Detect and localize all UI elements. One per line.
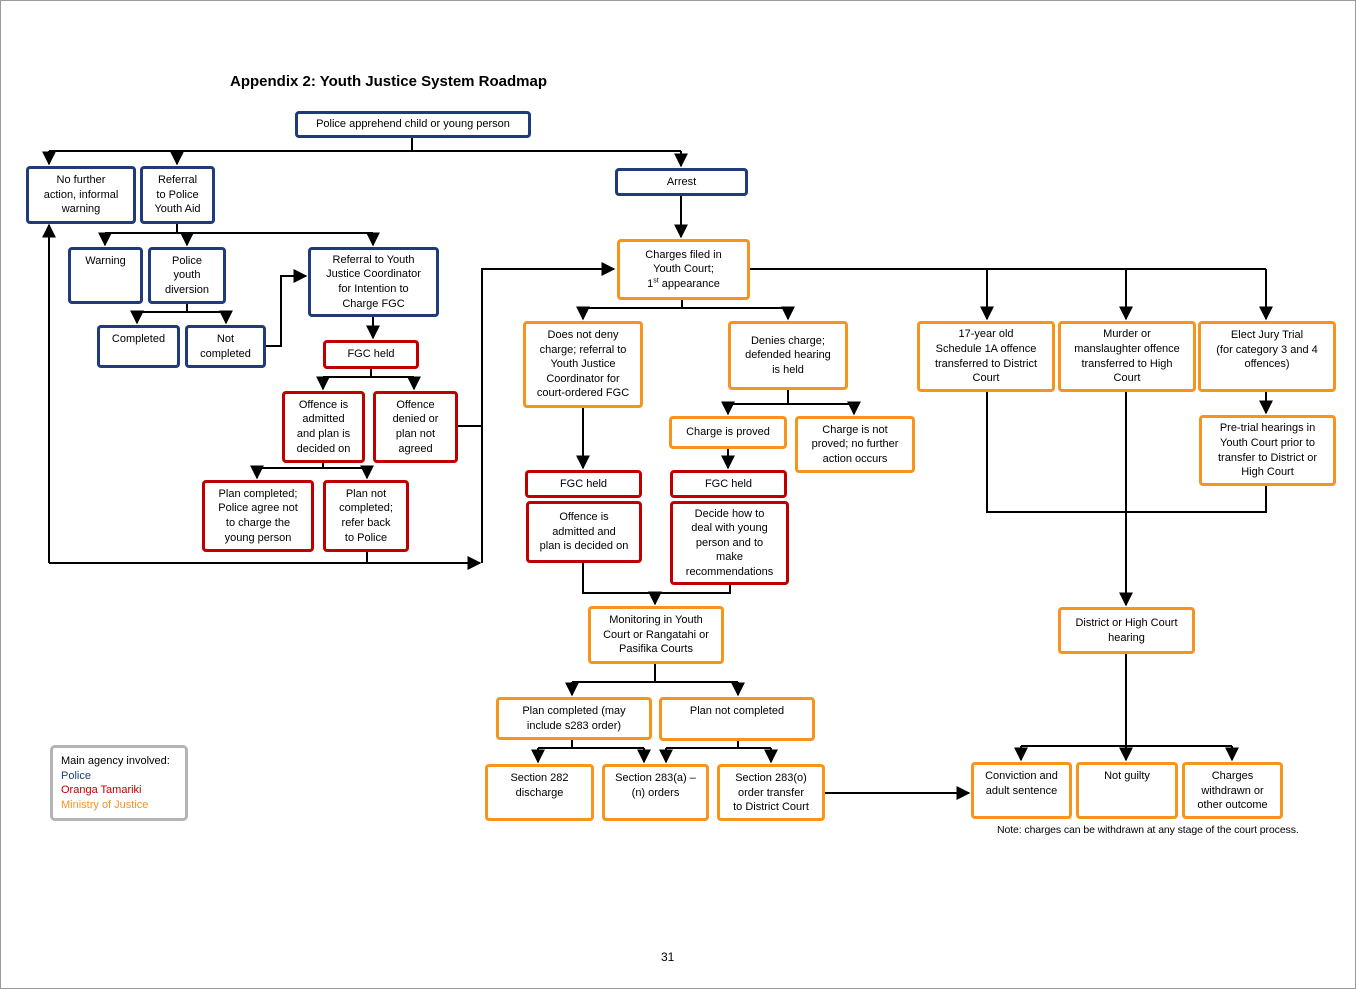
fgc-held-box-3[interactable]: FGC held (670, 470, 787, 498)
plan-completed-police-box[interactable]: Plan completed; Police agree not to char… (202, 480, 314, 552)
monitoring-youth-court-box[interactable]: Monitoring in Youth Court or Rangatahi o… (588, 606, 724, 664)
seventeen-year-old-transfer-box[interactable]: 17-year old Schedule 1A offence transfer… (917, 321, 1055, 392)
diversion-completed-box[interactable]: Completed (97, 325, 180, 368)
legend-oranga-tamariki: Oranga Tamariki (61, 784, 142, 797)
murder-manslaughter-transfer-box[interactable]: Murder or manslaughter offence transferr… (1058, 321, 1196, 392)
footnote: Note: charges can be withdrawn at any st… (997, 824, 1299, 836)
charges-filed-text: Charges filed in Youth Court;1st appeara… (645, 248, 722, 290)
diversion-not-completed-box[interactable]: Not completed (185, 325, 266, 368)
arrest-box[interactable]: Arrest (615, 168, 748, 196)
fgc-held-box-1[interactable]: FGC held (323, 340, 419, 369)
section-283-o-transfer-box[interactable]: Section 283(o) order transfer to Distric… (717, 764, 825, 821)
fgc-held-box-2[interactable]: FGC held (525, 470, 642, 498)
charges-withdrawn-box[interactable]: Charges withdrawn or other outcome (1182, 762, 1283, 819)
no-further-action-box[interactable]: No further action, informal warning (26, 166, 136, 224)
legend-heading: Main agency involved: (61, 755, 170, 767)
offence-denied-box[interactable]: Offence denied or plan not agreed (373, 391, 458, 463)
denies-charge-box[interactable]: Denies charge; defended hearing is held (728, 321, 848, 390)
page-number: 31 (661, 950, 675, 964)
pre-trial-hearings-box[interactable]: Pre-trial hearings in Youth Court prior … (1199, 415, 1336, 486)
decide-how-to-deal-box[interactable]: Decide how to deal with young person and… (670, 501, 789, 585)
plan-completed-s283-box[interactable]: Plan completed (may include s283 order) (496, 697, 652, 740)
charge-not-proved-box[interactable]: Charge is not proved; no further action … (795, 416, 915, 473)
section-282-discharge-box[interactable]: Section 282 discharge (485, 764, 594, 821)
referral-youth-justice-coordinator-box[interactable]: Referral to Youth Justice Coordinator fo… (308, 247, 439, 317)
not-guilty-box[interactable]: Not guilty (1076, 762, 1178, 819)
referral-youth-aid-box[interactable]: Referral to Police Youth Aid (140, 166, 215, 224)
legend-ministry-of-justice: Ministry of Justice (61, 798, 149, 811)
legend-police: Police (61, 769, 91, 782)
agency-legend: Main agency involved: Police Oranga Tama… (50, 745, 188, 821)
page-title: Appendix 2: Youth Justice System Roadmap (230, 73, 548, 90)
section-283-a-n-orders-box[interactable]: Section 283(a) – (n) orders (602, 764, 709, 821)
police-youth-diversion-box[interactable]: Police youth diversion (148, 247, 226, 304)
does-not-deny-charge-box[interactable]: Does not deny charge; referral to Youth … (523, 321, 643, 408)
offence-admitted-plan-box[interactable]: Offence is admitted and plan is decided … (282, 391, 365, 463)
elect-jury-trial-box[interactable]: Elect Jury Trial (for category 3 and 4 o… (1198, 321, 1336, 392)
charges-filed-box[interactable]: Charges filed in Youth Court;1st appeara… (617, 239, 750, 300)
plan-not-completed-refer-box[interactable]: Plan not completed; refer back to Police (323, 480, 409, 552)
offence-admitted-plan-box-2[interactable]: Offence is admitted and plan is decided … (526, 501, 642, 563)
plan-not-completed-box[interactable]: Plan not completed (659, 697, 815, 741)
conviction-adult-sentence-box[interactable]: Conviction and adult sentence (971, 762, 1072, 819)
charge-proved-box[interactable]: Charge is proved (669, 416, 787, 449)
warning-box[interactable]: Warning (68, 247, 143, 304)
district-high-court-hearing-box[interactable]: District or High Court hearing (1058, 607, 1195, 654)
police-apprehend-box[interactable]: Police apprehend child or young person (295, 111, 531, 138)
